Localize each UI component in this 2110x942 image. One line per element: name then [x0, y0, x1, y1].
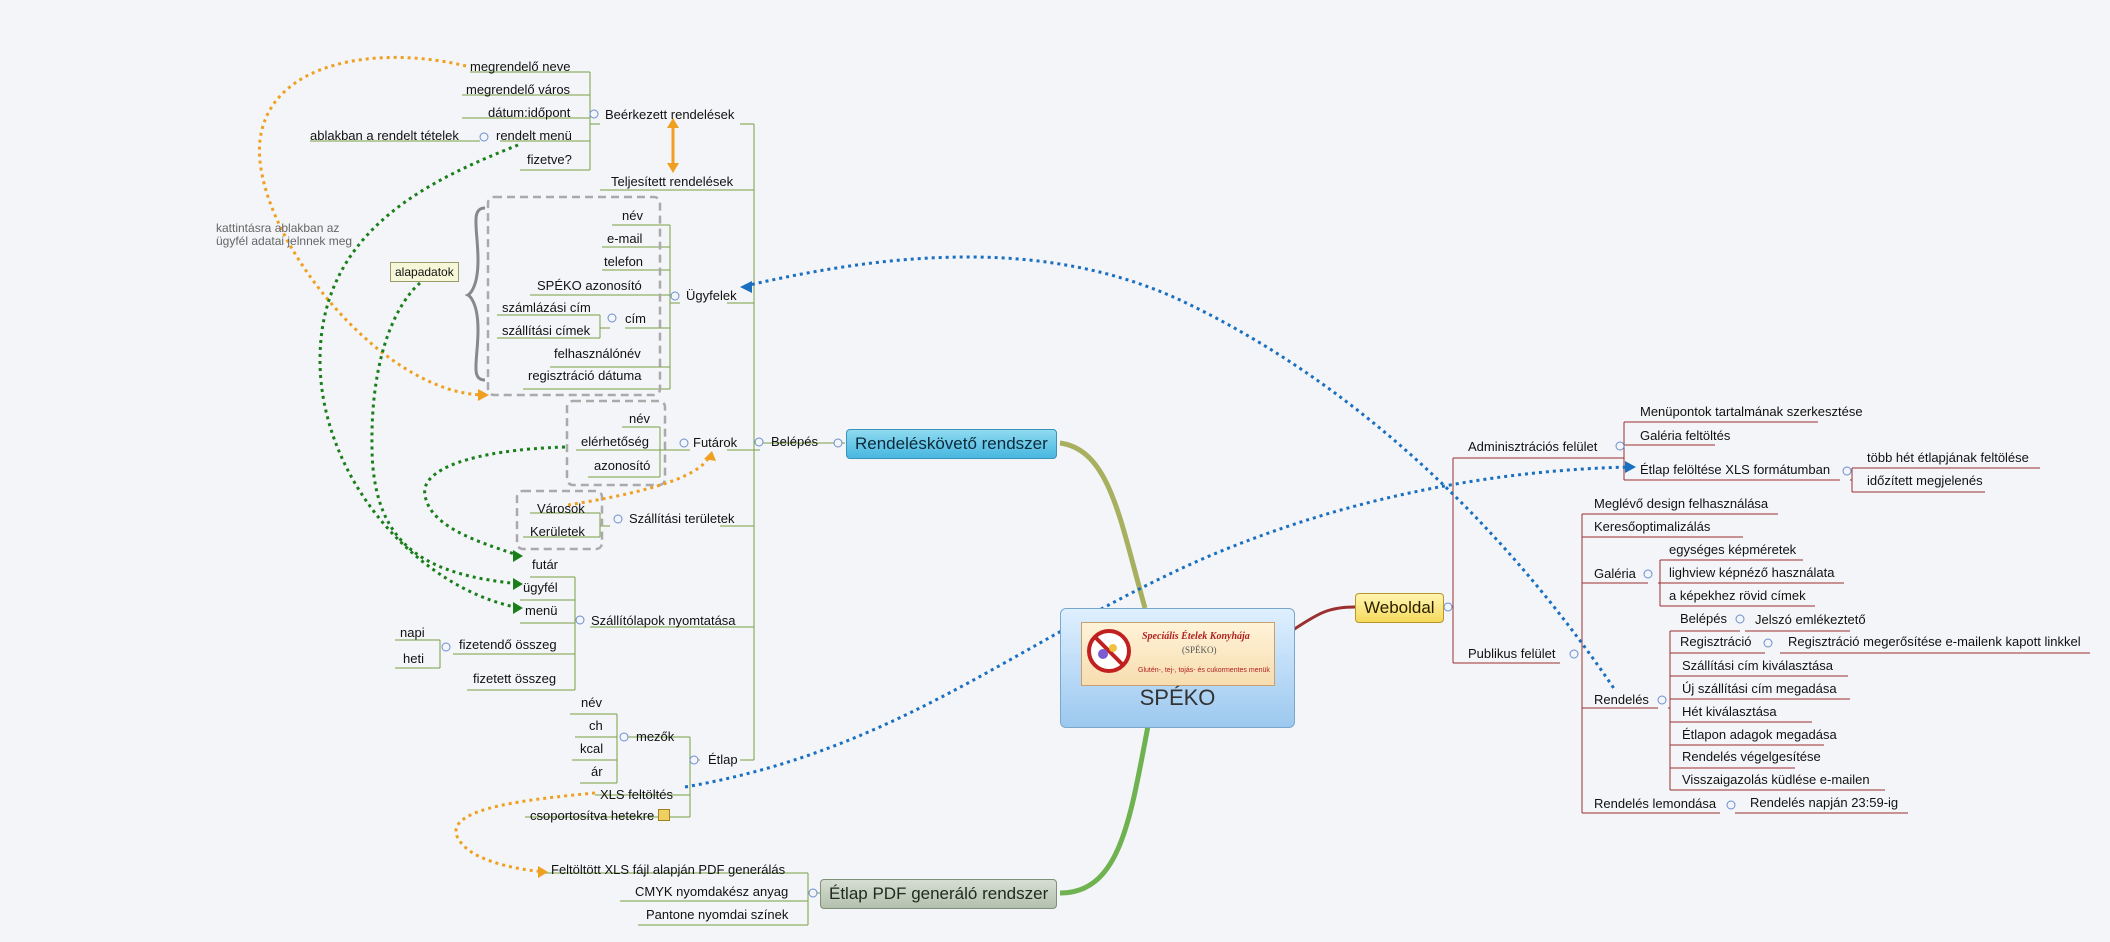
- node-cmyk[interactable]: CMYK nyomdakész anyag: [635, 884, 789, 899]
- note-icon: [658, 809, 671, 821]
- node-regisztracio-datuma[interactable]: regisztráció dátuma: [528, 368, 642, 383]
- node-publikus-felulet[interactable]: Publikus felület: [1468, 646, 1556, 661]
- node-etlap-xls[interactable]: Étlap felöltése XLS formátumban: [1640, 462, 1831, 477]
- node-rendelt-menu[interactable]: rendelt menü: [496, 128, 572, 143]
- node-szamlazasi-cim[interactable]: számlázási cím: [502, 300, 591, 315]
- logo-subtitle: (SPÉKO): [1182, 645, 1217, 655]
- central-topic[interactable]: Speciális Ételek Konyhája (SPÉKO) Glutén…: [1060, 608, 1295, 728]
- node-beerkezett[interactable]: Beérkezett rendelések: [605, 107, 735, 122]
- node-reg-megerosites[interactable]: Regisztráció megerősítése e-mailenk kapo…: [1788, 634, 2081, 649]
- node-galeria-feltoltes[interactable]: Galéria feltöltés: [1640, 428, 1731, 443]
- node-ar[interactable]: ár: [591, 764, 603, 779]
- note-kattintasra-2: ügyfél adatai jelnnek meg: [216, 234, 353, 248]
- node-futar-azonosito[interactable]: azonosító: [594, 458, 651, 473]
- node-vegelegites[interactable]: Rendelés végelgesítése: [1682, 749, 1821, 764]
- node-datum[interactable]: dátum:időpont: [488, 105, 571, 120]
- node-egyseges[interactable]: egységes képméretek: [1669, 542, 1797, 557]
- node-idozitett[interactable]: időzített megjelenés: [1867, 473, 1983, 488]
- node-visszaigazolas[interactable]: Visszaigazolás küdlése e-mailen: [1682, 772, 1870, 787]
- node-szall-kivalasztas[interactable]: Szállítási cím kiválasztása: [1682, 658, 1833, 673]
- node-ugyfel-email[interactable]: e-mail: [607, 231, 643, 246]
- csoportositva-label: csoportosítva hetekre: [530, 808, 655, 823]
- no-allergen-badge-icon: [1087, 629, 1131, 673]
- node-ch[interactable]: ch: [589, 718, 603, 733]
- node-ablakban[interactable]: ablakban a rendelt tételek: [310, 128, 459, 143]
- node-keresooptimalizalas[interactable]: Keresőoptimalizálás: [1594, 519, 1711, 534]
- node-teljesitett[interactable]: Teljesített rendelések: [611, 174, 734, 189]
- node-futar[interactable]: futár: [532, 557, 559, 572]
- node-kcal[interactable]: kcal: [580, 741, 604, 756]
- node-ugyfelek[interactable]: Ügyfelek: [686, 288, 737, 303]
- node-cim[interactable]: cím: [625, 311, 646, 326]
- node-napi[interactable]: napi: [400, 625, 425, 640]
- node-jelszo-emlekezteto[interactable]: Jelszó emlékeztető: [1755, 612, 1866, 627]
- node-galeria[interactable]: Galéria: [1594, 566, 1636, 581]
- topic-etlap-pdf[interactable]: Étlap PDF generáló rendszer: [820, 879, 1058, 909]
- central-title: SPÉKO: [1139, 685, 1216, 710]
- node-elerhetoseg[interactable]: elérhetőség: [581, 434, 649, 449]
- node-megrendelo-varos[interactable]: megrendelő város: [466, 82, 571, 97]
- node-uj-szall[interactable]: Új szállítási cím megadása: [1682, 681, 1837, 696]
- node-fizetett[interactable]: fizetett összeg: [473, 671, 557, 686]
- node-mezok[interactable]: mezők: [636, 729, 675, 744]
- node-web-regisztracio[interactable]: Regisztráció: [1680, 634, 1752, 649]
- node-rendeles[interactable]: Rendelés: [1594, 692, 1649, 707]
- node-ugyfel-telefon[interactable]: telefon: [604, 254, 644, 269]
- node-szallitasi-teruletek[interactable]: Szállítási területek: [629, 511, 735, 526]
- topic-weboldal[interactable]: Weboldal: [1355, 593, 1444, 623]
- node-lemondas[interactable]: Rendelés lemondása: [1594, 796, 1717, 811]
- node-futarok[interactable]: Futárok: [693, 435, 738, 450]
- node-fizetendo[interactable]: fizetendő összeg: [459, 637, 557, 652]
- node-szallitolapok[interactable]: Szállítólapok nyomtatása: [591, 613, 736, 628]
- speko-logo: Speciális Ételek Konyhája (SPÉKO) Glutén…: [1081, 622, 1275, 686]
- node-keruletek[interactable]: Kerületek: [530, 524, 585, 539]
- node-szallitasi-cimek[interactable]: szállítási címek: [502, 323, 591, 338]
- node-csoportositva[interactable]: csoportosítva hetekre: [530, 808, 671, 824]
- node-tobb-het[interactable]: több hét étlapjának feltölése: [1867, 450, 2029, 465]
- node-belepes[interactable]: Belépés: [771, 434, 818, 449]
- node-menupontok[interactable]: Menüpontok tartalmának szerkesztése: [1640, 404, 1863, 419]
- node-rovid-cimek[interactable]: a képekhez rövid címek: [1669, 588, 1806, 603]
- node-varosok[interactable]: Városok: [537, 501, 585, 516]
- node-megrendelo-neve[interactable]: megrendelő neve: [470, 59, 571, 74]
- node-heti[interactable]: heti: [403, 651, 424, 666]
- node-web-belepes[interactable]: Belépés: [1680, 611, 1727, 626]
- logo-tagline: Glutén-, tej-, tojás- és cukormentes men…: [1138, 667, 1270, 674]
- topic-rendeleskoveto[interactable]: Rendeléskövető rendszer: [846, 429, 1057, 459]
- note-kattintasra: kattintásra ablakban az: [216, 221, 340, 235]
- node-ugyfel-nev[interactable]: név: [622, 208, 643, 223]
- node-etlap[interactable]: Étlap: [708, 752, 738, 767]
- node-adagok[interactable]: Étlapon adagok megadása: [1682, 727, 1837, 742]
- logo-title: Speciális Ételek Konyhája: [1142, 631, 1250, 642]
- node-xls-feltoltes[interactable]: XLS feltöltés: [600, 787, 673, 802]
- node-admin-felulet[interactable]: Adminisztrációs felület: [1468, 439, 1598, 454]
- node-futar-nev[interactable]: név: [629, 411, 650, 426]
- note-alapadatok: alapadatok: [390, 262, 459, 282]
- node-speko-azonosito[interactable]: SPÉKO azonosító: [537, 278, 642, 293]
- node-feltoltott-xls-pdf[interactable]: Feltöltött XLS fájl alapján PDF generálá…: [551, 862, 786, 877]
- node-lighview[interactable]: lighview képnéző használata: [1669, 565, 1835, 580]
- node-lemondas-ido[interactable]: Rendelés napján 23:59-ig: [1750, 795, 1899, 810]
- node-menu[interactable]: menü: [525, 603, 558, 618]
- node-fizetve[interactable]: fizetve?: [527, 152, 572, 167]
- node-ugyfel[interactable]: ügyfél: [523, 580, 558, 595]
- node-meglevo-design[interactable]: Meglévő design felhasználása: [1594, 496, 1769, 511]
- node-het-kivalasztas[interactable]: Hét kiválasztása: [1682, 704, 1777, 719]
- node-felhasznalonev[interactable]: felhasználónév: [554, 346, 641, 361]
- node-pantone[interactable]: Pantone nyomdai színek: [646, 907, 789, 922]
- node-etlap-nev[interactable]: név: [581, 695, 602, 710]
